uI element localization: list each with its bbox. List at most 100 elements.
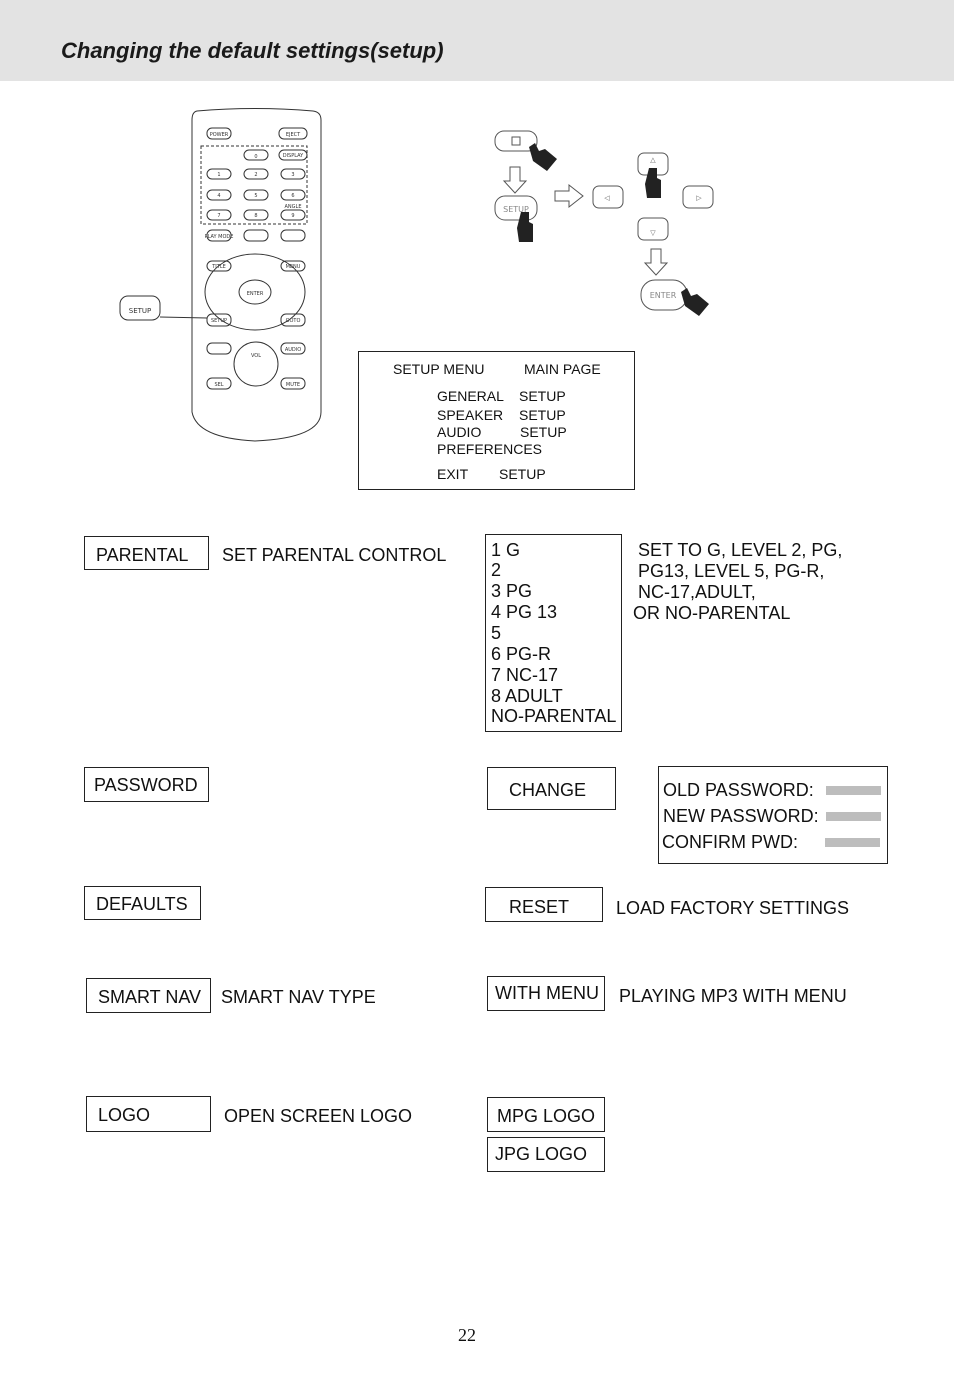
remote-enter-label: ENTER <box>247 291 264 297</box>
password-change-option[interactable]: CHANGE <box>487 767 616 810</box>
menu-item-speaker-suffix: SETUP <box>519 407 566 423</box>
navigation-steps-diagram: SETUP ENTER ◁ △ ▷ ▽ <box>494 130 714 316</box>
rating-option[interactable]: 5 <box>491 623 502 643</box>
parental-note-line-1: SET TO G, LEVEL 2, PG, <box>638 540 843 560</box>
svg-text:△: △ <box>650 156 656 164</box>
reset-option[interactable]: RESET <box>485 887 603 922</box>
menu-item-general[interactable]: GENERAL <box>437 388 504 404</box>
with-menu-label: WITH MENU <box>495 983 599 1003</box>
svg-text:▽: ▽ <box>650 229 656 237</box>
remote-menu-label: MENU <box>286 264 301 270</box>
with-menu-option[interactable]: WITH MENU <box>487 976 605 1011</box>
remote-8-label: 8 <box>254 213 257 219</box>
remote-0-label: 0 <box>254 154 257 160</box>
remote-4-label: 4 <box>217 193 220 199</box>
left-key-icon <box>592 185 624 209</box>
reset-description: LOAD FACTORY SETTINGS <box>616 898 850 918</box>
down-key-icon <box>637 217 669 241</box>
confirm-password-field[interactable] <box>825 838 880 847</box>
remote-3-label: 3 <box>291 172 294 178</box>
rating-option[interactable]: NO-PARENTAL <box>491 706 617 726</box>
logo-menu-item[interactable]: LOGO <box>86 1096 211 1132</box>
remote-5-label: 5 <box>254 193 257 199</box>
diagram-setup-label: SETUP <box>503 205 529 214</box>
remote-6-label: 6 <box>291 193 294 199</box>
parental-label: PARENTAL <box>96 545 189 565</box>
setup-menu-page: MAIN PAGE <box>524 361 601 377</box>
new-password-label: NEW PASSWORD: <box>663 806 819 826</box>
rating-option[interactable]: 3 PG <box>491 581 533 601</box>
password-change-panel: OLD PASSWORD: NEW PASSWORD: CONFIRM PWD: <box>658 766 888 864</box>
down-arrow-icon-2 <box>643 248 669 276</box>
remote-eject-label: EJECT <box>286 132 301 138</box>
reset-label: RESET <box>509 897 570 917</box>
menu-item-preferences[interactable]: PREFERENCES <box>437 441 543 457</box>
rating-option[interactable]: 6 PG-R <box>491 644 552 664</box>
change-label: CHANGE <box>509 780 587 800</box>
down-arrow-icon <box>502 166 528 194</box>
hand-pointer-icon-3 <box>645 168 661 198</box>
stop-button-icon <box>494 130 538 152</box>
with-menu-description: PLAYING MP3 WITH MENU <box>619 986 847 1006</box>
diagram-enter-label: ENTER <box>650 291 677 300</box>
remote-setup-callout-label: SETUP <box>129 307 152 315</box>
rating-option[interactable]: 1 G <box>491 540 521 560</box>
confirm-password-label: CONFIRM PWD: <box>662 832 798 852</box>
remote-setup-label: SETUP <box>211 318 227 324</box>
menu-item-audio[interactable]: AUDIO <box>437 424 482 440</box>
page-title: Changing the default settings(setup) <box>61 38 444 63</box>
defaults-menu-item[interactable]: DEFAULTS <box>84 886 201 920</box>
logo-label: LOGO <box>98 1105 151 1125</box>
parental-description: SET PARENTAL CONTROL <box>222 545 447 565</box>
menu-item-general-suffix: SETUP <box>519 388 566 404</box>
remote-1-label: 1 <box>217 172 220 178</box>
smart-nav-label: SMART NAV <box>98 987 202 1007</box>
menu-item-exit[interactable]: EXIT <box>437 466 469 482</box>
remote-mute-label: MUTE <box>286 382 300 388</box>
remote-9-label: 9 <box>291 213 294 219</box>
setup-menu-title: SETUP MENU <box>393 361 485 377</box>
rating-option[interactable]: 4 PG 13 <box>491 602 558 622</box>
hand-pointer-icon-2 <box>517 212 533 242</box>
page-header: Changing the default settings(setup) <box>0 0 954 81</box>
old-password-label: OLD PASSWORD: <box>663 780 814 800</box>
parental-note-line-2: PG13, LEVEL 5, PG-R, <box>638 561 825 581</box>
remote-audio-label: AUDIO <box>285 347 301 353</box>
remote-title-label: TITLE <box>211 264 226 270</box>
remote-goto-label: GOTO <box>286 318 301 324</box>
right-arrow-icon <box>554 183 584 209</box>
parental-rating-list: 1 G 2 3 PG 4 PG 13 5 6 PG-R 7 NC-17 8 AD… <box>485 534 622 732</box>
remote-7-label: 7 <box>217 213 220 219</box>
hand-pointer-icon <box>529 143 557 171</box>
menu-item-exit-suffix: SETUP <box>499 466 546 482</box>
remote-angle-label: ANGLE <box>285 204 302 210</box>
remote-sel-label: SEL <box>214 382 223 388</box>
rating-option[interactable]: 7 NC-17 <box>491 665 559 685</box>
remote-2-label: 2 <box>254 172 257 178</box>
parental-note-line-4: OR NO-PARENTAL <box>633 603 791 623</box>
menu-item-audio-suffix: SETUP <box>520 424 567 440</box>
logo-description: OPEN SCREEN LOGO <box>224 1106 413 1126</box>
mpg-logo-option[interactable]: MPG LOGO <box>487 1097 605 1132</box>
rating-option[interactable]: 2 <box>491 560 502 580</box>
menu-item-speaker[interactable]: SPEAKER <box>437 407 504 423</box>
new-password-field[interactable] <box>826 812 881 821</box>
password-label: PASSWORD <box>94 775 198 795</box>
smart-nav-menu-item[interactable]: SMART NAV <box>86 978 211 1013</box>
setup-menu-panel: SETUP MENU MAIN PAGE GENERAL SETUP SPEAK… <box>358 351 635 490</box>
remote-display-label: DISPLAY <box>283 153 304 159</box>
remote-control-illustration: POWER EJECT 0 DISPLAY 1 2 3 4 5 6 ANGLE … <box>119 108 322 442</box>
rating-option[interactable]: 8 ADULT <box>491 686 563 706</box>
defaults-label: DEFAULTS <box>96 894 188 914</box>
page-number: 22 <box>458 1325 476 1345</box>
password-menu-item[interactable]: PASSWORD <box>84 767 209 802</box>
parental-menu-item[interactable]: PARENTAL <box>84 536 209 570</box>
jpg-logo-label: JPG LOGO <box>495 1144 588 1164</box>
svg-text:◁: ◁ <box>604 194 610 202</box>
remote-power-label: POWER <box>210 132 229 138</box>
mpg-logo-label: MPG LOGO <box>497 1106 596 1126</box>
parental-note-line-3: NC-17,ADULT, <box>638 582 756 602</box>
jpg-logo-option[interactable]: JPG LOGO <box>487 1137 605 1172</box>
old-password-field[interactable] <box>826 786 881 795</box>
remote-playmode-label: PLAY MODE <box>205 234 234 240</box>
